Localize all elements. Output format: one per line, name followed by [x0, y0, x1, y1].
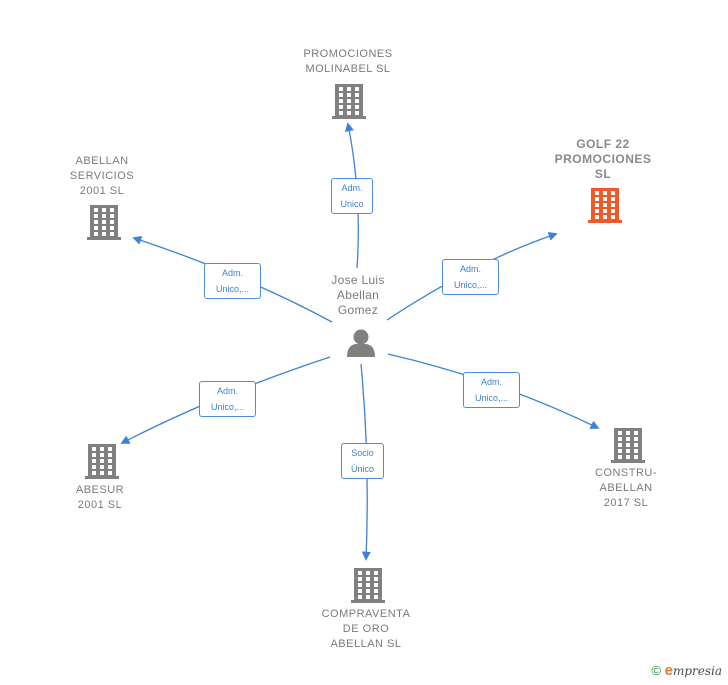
node-label-compraventa[interactable]: COMPRAVENTA DE ORO ABELLAN SL [321, 608, 411, 650]
node-label-constru[interactable]: CONSTRU- ABELLAN 2017 SL [594, 467, 658, 509]
building-icon-compraventa[interactable] [351, 568, 385, 603]
edge-label-compraventa: Socio Único [341, 443, 384, 479]
building-icon-molinabel[interactable] [332, 84, 366, 119]
building-icon-abellan-servicios[interactable] [87, 205, 121, 240]
copyright-icon: © [651, 663, 661, 678]
edge-label-constru: Adm. Unico,... [463, 372, 520, 408]
edge-label-abellan-servicios: Adm. Unico,... [204, 263, 261, 299]
edge-label-golf22: Adm. Unico,... [442, 259, 499, 295]
building-icon-golf22[interactable] [588, 188, 622, 223]
edge-label-molinabel: Adm. Unico [331, 178, 373, 214]
edge-label-abesur: Adm. Unico,... [199, 381, 256, 417]
center-person-name[interactable]: Jose Luis Abellan Gomez [331, 273, 385, 317]
footer-brand[interactable]: © empresia [651, 662, 722, 679]
building-icon-abesur[interactable] [85, 444, 119, 479]
node-label-molinabel[interactable]: PROMOCIONES MOLINABEL SL [303, 48, 393, 75]
brand-logo-text: mpresia [672, 664, 722, 678]
person-icon[interactable] [347, 329, 375, 358]
node-label-golf22[interactable]: GOLF 22 PROMOCIONES SL [554, 137, 652, 181]
brand-logo-initial: e [664, 662, 673, 679]
node-label-abellan-servicios[interactable]: ABELLAN SERVICIOS 2001 SL [69, 155, 135, 197]
node-label-abesur[interactable]: ABESUR 2001 SL [75, 484, 125, 511]
building-icon-constru[interactable] [611, 428, 645, 463]
